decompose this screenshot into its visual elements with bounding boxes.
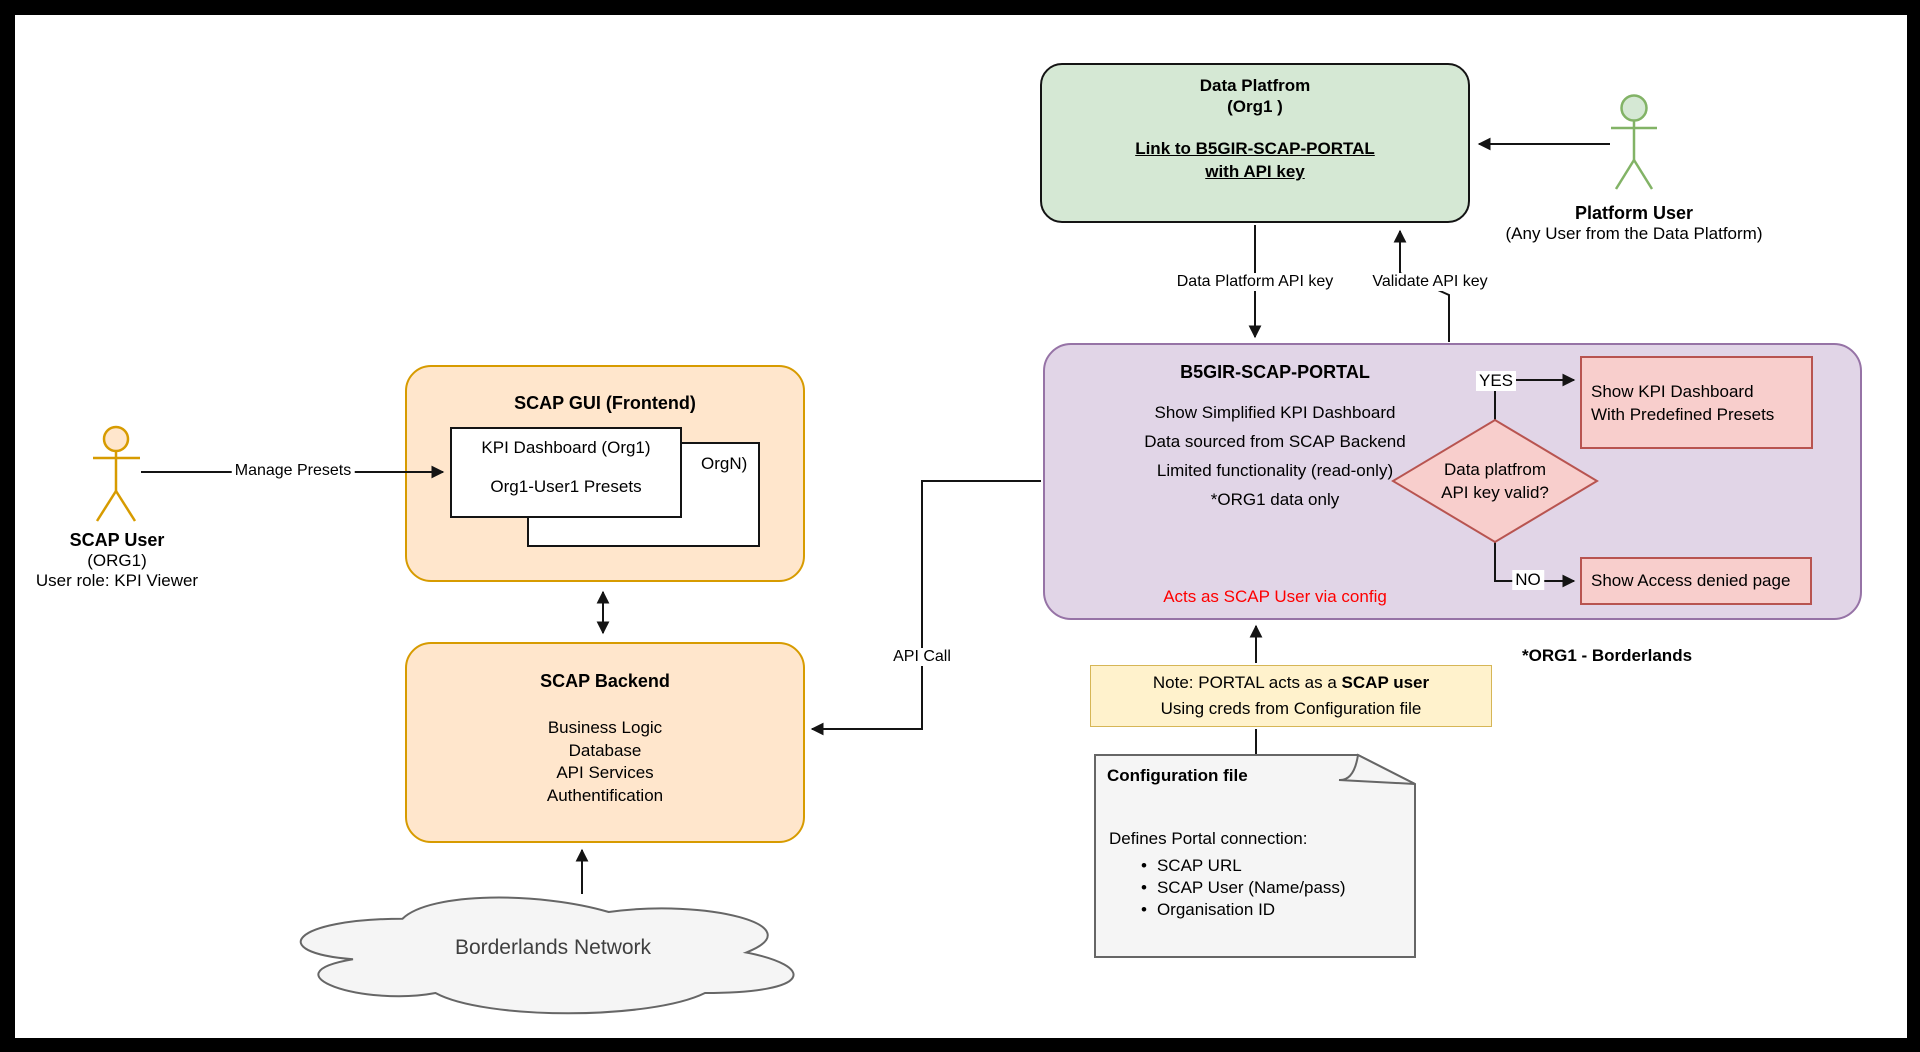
manage-presets-label: Manage Presets	[231, 462, 355, 480]
config-bullet-1: •SCAP URL	[1141, 856, 1242, 875]
scap-user-label: SCAP User (ORG1) User role: KPI Viewer	[36, 530, 198, 591]
portal-line-4: *ORG1 data only	[1210, 490, 1340, 509]
config-file-intro: Defines Portal connection:	[1109, 829, 1308, 848]
note-line2: Using creds from Configuration file	[1160, 699, 1422, 718]
portal-line-3: Limited functionality (read-only)	[1156, 461, 1394, 480]
bullet-dot: •	[1141, 856, 1147, 875]
bullet-dot: •	[1141, 900, 1147, 919]
data-platform-box: Data Platfrom (Org1 ) Link to B5GIR-SCAP…	[1040, 63, 1470, 223]
decision-line2: API key valid?	[1441, 483, 1549, 502]
gui-card-line1: KPI Dashboard (Org1)	[481, 438, 651, 457]
scap-gui-title: SCAP GUI (Frontend)	[514, 393, 696, 413]
decision-label: Data platfrom API key valid?	[1441, 458, 1549, 504]
scap-user-org: (ORG1)	[87, 551, 147, 570]
config-bullet-2: •SCAP User (Name/pass)	[1141, 878, 1346, 897]
portal-line-2: Data sourced from SCAP Backend	[1144, 432, 1406, 451]
scap-user-role: User role: KPI Viewer	[35, 571, 199, 590]
access-denied-box: Show Access denied page	[1580, 557, 1812, 605]
data-platform-title-block: Data Platfrom (Org1 )	[1042, 75, 1468, 117]
portal-link[interactable]: Link to B5GIR-SCAP-PORTAL with API key	[1042, 137, 1468, 183]
gui-card-orgn-label: OrgN)	[701, 454, 748, 473]
platform-user-label: Platform User (Any User from the Data Pl…	[1506, 203, 1763, 244]
portal-title: B5GIR-SCAP-PORTAL	[1180, 362, 1370, 382]
org1-footnote: *ORG1 - Borderlands	[1522, 646, 1693, 665]
portal-link-line2[interactable]: with API key	[1205, 162, 1305, 181]
show-kpi-line1: Show KPI Dashboard	[1591, 381, 1754, 401]
platform-user-desc: (Any User from the Data Platform)	[1505, 224, 1763, 243]
note-line1: Note: PORTAL acts as a SCAP user	[1152, 673, 1430, 692]
access-denied-label: Show Access denied page	[1591, 571, 1791, 590]
portal-red-note: Acts as SCAP User via config	[1163, 587, 1387, 606]
config-file-title: Configuration file	[1107, 766, 1248, 785]
data-platform-subtitle: (Org1 )	[1227, 97, 1283, 116]
no-label: NO	[1512, 570, 1544, 590]
config-file-content: Configuration file Defines Portal connec…	[1095, 755, 1415, 957]
gui-card-org1: KPI Dashboard (Org1) Org1-User1 Presets	[450, 427, 682, 518]
backend-line-3: API Services	[556, 763, 654, 782]
dp-api-key-label: Data Platform API key	[1173, 273, 1337, 291]
scap-backend-title: SCAP Backend	[540, 671, 670, 691]
backend-line-1: Business Logic	[547, 718, 663, 737]
backend-line-4: Authentification	[546, 785, 664, 805]
portal-link-line1[interactable]: Link to B5GIR-SCAP-PORTAL	[1135, 139, 1375, 158]
gui-card-line2: Org1-User1 Presets	[490, 477, 642, 496]
portal-line-1: Show Simplified KPI Dashboard	[1154, 403, 1396, 422]
portal-note-box: Note: PORTAL acts as a SCAP user Using c…	[1090, 665, 1492, 727]
scap-backend-lines: Business Logic Database API Services Aut…	[407, 717, 803, 807]
yes-label: YES	[1475, 371, 1517, 391]
api-call-label: API Call	[890, 648, 954, 666]
show-kpi-line2: With Predefined Presets	[1591, 404, 1775, 424]
show-kpi-dashboard-box: Show KPI Dashboard With Predefined Prese…	[1580, 356, 1813, 449]
bullet-dot: •	[1141, 878, 1147, 897]
validate-api-key-label: Validate API key	[1369, 273, 1491, 291]
scap-backend-box: SCAP Backend Business Logic Database API…	[405, 642, 805, 843]
backend-line-2: Database	[568, 740, 642, 760]
scap-user-name: SCAP User	[69, 530, 165, 550]
portal-description: Show Simplified KPI Dashboard Data sourc…	[1065, 398, 1485, 514]
config-file-bullets: •SCAP URL •SCAP User (Name/pass) •Organi…	[1095, 855, 1415, 921]
decision-line1: Data platfrom	[1443, 460, 1547, 479]
data-platform-title: Data Platfrom	[1199, 76, 1311, 95]
note-line1-bold: SCAP user	[1341, 673, 1430, 692]
cloud-label: Borderlands Network	[454, 936, 652, 959]
platform-user-name: Platform User	[1574, 203, 1694, 223]
config-bullet-3: •Organisation ID	[1141, 900, 1276, 919]
